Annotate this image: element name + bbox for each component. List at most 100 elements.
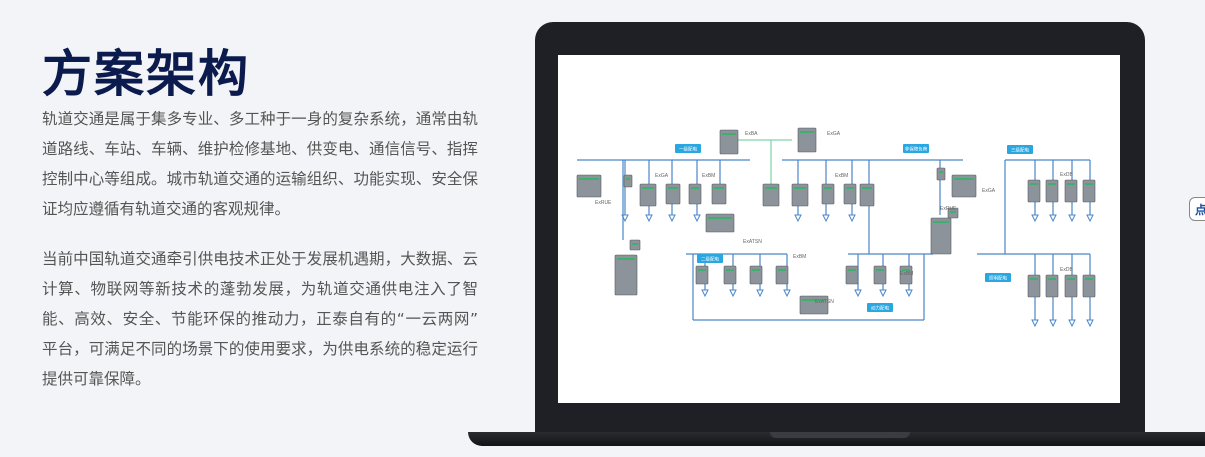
- section-tag: [867, 303, 893, 312]
- load-arrow-icon: [693, 214, 701, 223]
- device-icon: [936, 167, 946, 181]
- load-arrow-icon: [1086, 319, 1094, 328]
- device-indicator: [1085, 183, 1093, 185]
- device-indicator: [933, 221, 949, 223]
- load-arrow-icon: [879, 289, 887, 298]
- device-indicator: [1030, 183, 1038, 185]
- device-indicator: [722, 133, 736, 135]
- device-indicator: [617, 258, 635, 260]
- device-indicator: [1067, 183, 1075, 185]
- page-title: 方案架构: [42, 45, 250, 103]
- device-indicator: [846, 187, 854, 189]
- device-icon: [951, 174, 977, 198]
- section-tag-label: 三级配电: [1011, 147, 1029, 154]
- load-arrow-icon: [794, 214, 802, 223]
- platform-paragraph: 当前中国轨道交通牵引供电技术正处于发展机遇期，大数据、云计算、物联网等新技术的蓬…: [42, 250, 478, 388]
- device-indicator: [800, 131, 814, 133]
- load-arrow-icon: [1049, 214, 1057, 223]
- load-arrow-icon: [668, 214, 676, 223]
- device-icon: [1027, 179, 1041, 203]
- device-icon: [749, 265, 763, 285]
- device-indicator: [1048, 278, 1056, 280]
- device-icon: [775, 265, 789, 285]
- load-arrow-icon: [701, 289, 709, 298]
- load-arrow-icon: [1049, 319, 1057, 328]
- device-icon: [623, 174, 633, 188]
- load-arrow-icon: [905, 289, 913, 298]
- load-arrow-icon: [854, 289, 862, 298]
- device-label: ExATSN: [743, 239, 762, 245]
- device-indicator: [642, 187, 654, 189]
- device-indicator: [862, 187, 872, 189]
- load-arrow-icon: [822, 214, 830, 223]
- device-icon: [1064, 274, 1078, 298]
- section-tag-label: 照明配电: [989, 275, 1007, 282]
- device-indicator: [632, 243, 638, 245]
- section-tag: [1007, 145, 1033, 154]
- device-indicator: [765, 187, 777, 189]
- section-tag-label: 非保障负荷: [905, 146, 928, 153]
- device-icon: [797, 127, 817, 153]
- section-tag: [903, 144, 929, 153]
- section-tag-label: 二级配电: [701, 256, 719, 263]
- device-indicator: [848, 269, 856, 271]
- floating-action-button[interactable]: 点: [1189, 197, 1205, 221]
- device-icon: [1064, 179, 1078, 203]
- device-label: ExBM: [835, 173, 848, 179]
- device-icon: [614, 254, 638, 296]
- device-label: ExGA: [982, 188, 996, 194]
- device-indicator: [778, 269, 786, 271]
- device-indicator: [1067, 278, 1075, 280]
- load-arrow-icon: [756, 289, 764, 298]
- device-indicator: [698, 269, 706, 271]
- load-arrow-icon: [783, 289, 791, 298]
- section-tag: [697, 254, 723, 263]
- device-indicator: [794, 187, 806, 189]
- device-label: ExBM: [793, 254, 806, 260]
- device-label: ExBM: [702, 173, 715, 179]
- device-label: ExATSN: [815, 299, 834, 305]
- section-tag: [985, 273, 1011, 282]
- device-icon: [859, 183, 875, 207]
- device-icon: [576, 174, 602, 198]
- device-label: ExGA: [827, 131, 841, 137]
- device-label: ExBA: [745, 131, 758, 137]
- device-label: ExBM: [900, 271, 913, 277]
- device-indicator: [950, 211, 956, 213]
- device-indicator: [954, 178, 974, 180]
- intro-paragraph: 轨道交通是属于集多专业、多工种于一身的复杂系统，通常由轨道路线、车站、车辆、维护…: [42, 110, 478, 218]
- device-icon: [1045, 274, 1059, 298]
- device-icon: [1082, 179, 1096, 203]
- device-icon: [930, 217, 952, 255]
- device-icon: [705, 213, 735, 233]
- section-tag-label: 动力配电: [871, 305, 889, 312]
- load-arrow-icon: [645, 214, 653, 223]
- device-label: ExGA: [655, 173, 669, 179]
- device-icon: [873, 265, 887, 285]
- device-icon: [719, 129, 739, 155]
- device-icon: [762, 183, 780, 207]
- device-label: ExDB: [1060, 267, 1073, 273]
- device-indicator: [708, 217, 732, 219]
- device-indicator: [802, 299, 826, 301]
- device-indicator: [752, 269, 760, 271]
- load-arrow-icon: [1086, 214, 1094, 223]
- load-arrow-icon: [848, 214, 856, 223]
- load-arrow-icon: [729, 289, 737, 298]
- load-arrow-icon: [1068, 319, 1076, 328]
- device-indicator: [939, 171, 943, 173]
- device-indicator: [726, 269, 734, 271]
- device-indicator: [714, 187, 724, 189]
- device-indicator: [1085, 278, 1093, 280]
- device-icon: [639, 183, 657, 207]
- load-arrow-icon: [1031, 319, 1039, 328]
- load-arrow-icon: [621, 214, 629, 223]
- device-indicator: [579, 178, 599, 180]
- device-indicator: [626, 178, 630, 180]
- device-indicator: [902, 269, 910, 271]
- device-indicator: [668, 187, 678, 189]
- section-tag: [675, 144, 701, 153]
- laptop-base: [468, 432, 1205, 446]
- device-label: ExDB: [1060, 172, 1073, 178]
